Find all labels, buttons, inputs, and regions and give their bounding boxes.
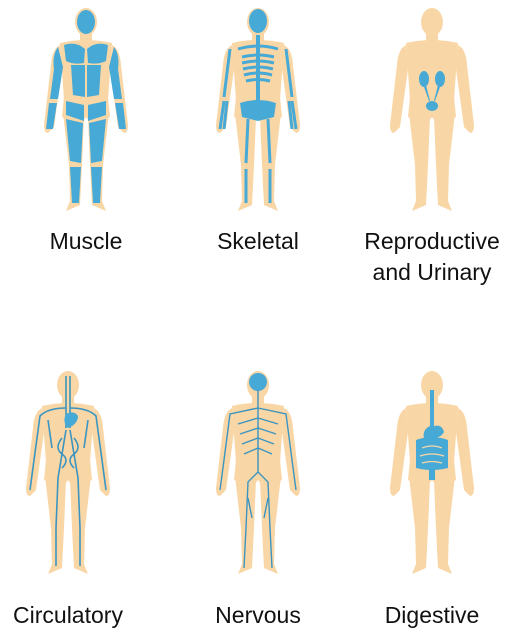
label-line-1: Reproductive bbox=[346, 226, 518, 257]
skeletal-system-panel: Skeletal bbox=[172, 0, 344, 300]
nervous-label: Nervous bbox=[172, 600, 344, 631]
nervous-system-panel: Nervous bbox=[172, 360, 344, 637]
muscle-system-panel: Muscle bbox=[0, 0, 172, 300]
skeletal-label: Skeletal bbox=[172, 226, 344, 257]
skeleton-figure-icon bbox=[208, 5, 308, 215]
reproductive-urinary-system-panel: Reproductive and Urinary bbox=[346, 0, 518, 300]
urinary-figure-icon bbox=[382, 5, 482, 215]
reproductive-urinary-label: Reproductive and Urinary bbox=[346, 226, 518, 288]
digestive-label: Digestive bbox=[346, 600, 518, 631]
circulatory-system-panel: Circulatory bbox=[0, 360, 172, 637]
digestive-system-panel: Digestive bbox=[346, 360, 518, 637]
label-line-2: and Urinary bbox=[346, 257, 518, 288]
muscle-label: Muscle bbox=[0, 226, 172, 257]
circulatory-figure-icon bbox=[18, 368, 118, 578]
circulatory-label: Circulatory bbox=[0, 600, 154, 631]
muscle-figure-icon bbox=[36, 5, 136, 215]
digestive-figure-icon bbox=[382, 368, 482, 578]
nervous-figure-icon bbox=[208, 368, 308, 578]
